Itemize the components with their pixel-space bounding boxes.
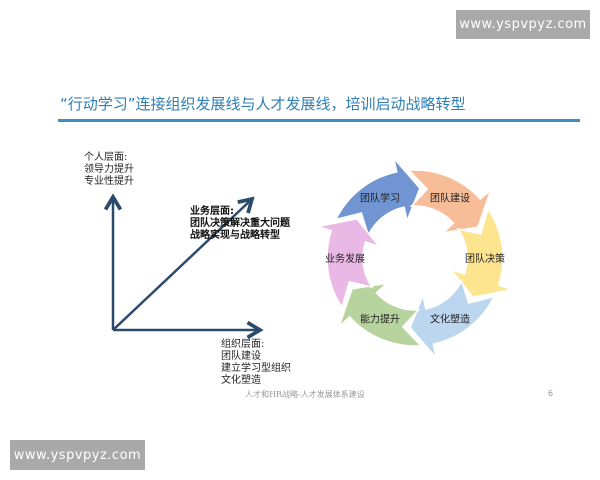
- cycle-arrow-segment: [334, 155, 421, 238]
- business-level-label: 业务层面: 团队决策解决重大问题 战略实现与战略转型: [190, 206, 290, 242]
- organization-level-label: 组织层面: 团队建设 建立学习型组织 文化塑造: [221, 339, 291, 387]
- business-heading: 业务层面:: [190, 206, 234, 217]
- cycle-arrow-segment: [338, 282, 423, 347]
- cycle-arrow-segment: [448, 207, 513, 298]
- cycle-arrow-segment: [409, 278, 496, 361]
- cycle-label: 团队决策: [465, 252, 505, 265]
- personal-level-label: 个人层面: 领导力提升 专业性提升: [84, 152, 134, 188]
- footer-text: 人才和HR战略-人才发展体系建设: [245, 390, 365, 399]
- cycle-arrow-segment: [407, 169, 492, 234]
- page-number: 6: [548, 389, 554, 398]
- cycle-label: 文化塑造: [430, 313, 470, 326]
- title-divider: [58, 119, 580, 122]
- cycle-label: 团队建设: [430, 191, 470, 204]
- slide-title: “行动学习”连接组织发展线与人才发展线，培训启动战略转型: [60, 95, 466, 113]
- watermark-top: www.yspvpyz.com: [456, 10, 590, 39]
- cycle-label: 业务发展: [325, 252, 365, 265]
- organization-item: 文化塑造: [221, 375, 261, 386]
- organization-heading: 组织层面:: [221, 339, 265, 350]
- personal-heading: 个人层面:: [84, 152, 128, 163]
- watermark-bottom: www.yspvpyz.com: [10, 440, 145, 470]
- cycle-label: 能力提升: [360, 313, 400, 326]
- business-item: 团队决策解决重大问题: [190, 218, 290, 229]
- business-item: 战略实现与战略转型: [190, 230, 280, 241]
- personal-item: 专业性提升: [84, 176, 134, 187]
- diagonal-axis-arrow: [112, 196, 255, 331]
- cycle-arrow-segment: [317, 218, 382, 309]
- cycle-label: 团队学习: [360, 191, 400, 204]
- personal-item: 领导力提升: [84, 164, 134, 175]
- organization-item: 建立学习型组织: [221, 363, 291, 374]
- organization-item: 团队建设: [221, 351, 261, 362]
